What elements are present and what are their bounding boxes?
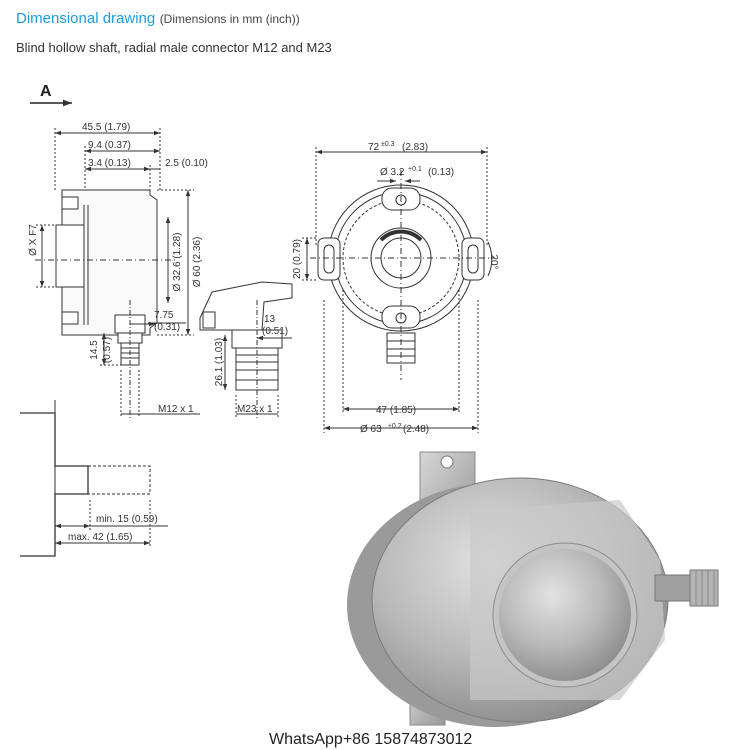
dim-e-in: (0.31) (154, 322, 180, 333)
title-main: Dimensional drawing (16, 10, 156, 27)
dim-f: 14.5 (89, 340, 100, 360)
dim-g: 13 (264, 314, 276, 325)
dim-g-in: (0.51) (262, 326, 288, 337)
dim-d2: Ø 60 (2.36) (192, 237, 203, 288)
dimension-labels: 45.5 (1.79) 9.4 (0.37) 3.4 (0.13) 2.5 (0… (28, 122, 499, 543)
dim-hole-in: (0.13) (428, 167, 454, 178)
dim-width-in: (2.83) (402, 142, 428, 153)
connector-view (199, 281, 293, 420)
watermark-contact: WhatsApp+86 15874873012 (269, 731, 473, 748)
front-view (302, 147, 495, 433)
dim-63-tol: ±0.2 (388, 423, 402, 430)
dim-b: 9.4 (0.37) (88, 140, 131, 151)
drawing-title: Dimensional drawing (Dimensions in mm (i… (16, 10, 300, 28)
shaft-view (20, 400, 168, 557)
dim-63: Ø 63 (360, 424, 382, 435)
dim-left: 20 (0.79) (292, 239, 303, 279)
dim-e: 7.75 (154, 310, 174, 321)
drawing-subtitle: Blind hollow shaft, radial male connecto… (16, 40, 332, 55)
side-view (35, 128, 200, 420)
encoder-photo (347, 438, 750, 734)
view-label: A (40, 83, 52, 100)
dim-overall: 45.5 (1.79) (82, 122, 130, 133)
dim-47: 47 (1.85) (376, 405, 416, 416)
dim-m23: M23 x 1 (237, 404, 273, 415)
dim-width: 72 (368, 142, 380, 153)
dim-h: 26.1 (1.03) (214, 338, 225, 386)
dim-hole-tol: +0.1 (408, 166, 422, 173)
dim-f-in: (0.57) (102, 337, 113, 363)
title-note: (Dimensions in mm (inch)) (159, 12, 300, 26)
dim-m12: M12 x 1 (158, 404, 194, 415)
dim-max: max. 42 (1.65) (68, 532, 132, 543)
view-a-arrow: A (30, 83, 72, 107)
dim-shaft: Ø X F7 (28, 224, 39, 256)
dim-d: 2.5 (0.10) (165, 158, 208, 169)
dim-c: 3.4 (0.13) (88, 158, 131, 169)
dim-angle: 20° (488, 254, 499, 269)
dim-hole: Ø 3.2 (380, 167, 405, 178)
dim-width-tol: ±0.3 (381, 141, 395, 148)
dim-d1: Ø 32.6 (1.28) (172, 233, 183, 292)
dim-63-in: (2.48) (403, 424, 429, 435)
dim-min: min. 15 (0.59) (96, 514, 158, 525)
